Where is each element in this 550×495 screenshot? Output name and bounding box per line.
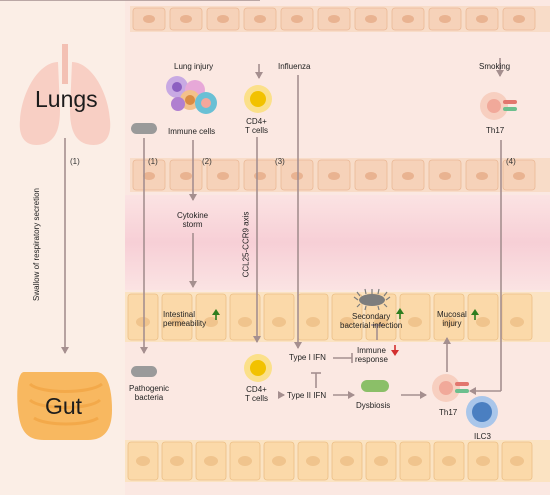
immune-cells-label: Immune cells xyxy=(168,127,216,136)
gut-label: Gut xyxy=(45,393,83,419)
bacteria-top-shape xyxy=(131,123,157,134)
cd4-top-label: CD4+T cells xyxy=(245,117,268,136)
dysbiosis-shape xyxy=(361,380,389,392)
th17-cell-bottom xyxy=(432,374,469,402)
th17-cell-top xyxy=(480,92,517,120)
bacteria-bottom-shape xyxy=(131,366,157,377)
ccl25-axis-label: CCL25-CCR9 axis xyxy=(241,211,251,278)
intestinal-permeability-up-arrow xyxy=(212,309,220,320)
influenza-label: Influenza xyxy=(278,62,311,71)
lungs-illustration xyxy=(19,44,111,145)
mucosal-injury-up-arrow xyxy=(471,309,479,320)
secondary-infection-up-arrow xyxy=(396,308,404,319)
circulation-band xyxy=(125,195,550,290)
col1-step-number: (1) xyxy=(148,157,158,166)
gut-epithelium-bottom xyxy=(125,440,550,482)
type1-ifn-label: Type I IFN xyxy=(289,353,326,362)
immune-response-down-arrow xyxy=(391,345,399,356)
ilc3-cell xyxy=(466,396,498,428)
lung-epithelium-bottom xyxy=(130,158,550,192)
cd4-bottom-label: CD4+T cells xyxy=(245,385,268,404)
lungs-label: Lungs xyxy=(35,86,98,112)
lung-injury-label: Lung injury xyxy=(174,62,214,71)
left-step-number: (1) xyxy=(70,157,80,166)
type2-ifn-label: Type II IFN xyxy=(287,391,327,400)
swallow-label: Swallow of respiratory secretion xyxy=(31,188,41,301)
ilc3-label: ILC3 xyxy=(474,432,491,441)
col5-step-number: (4) xyxy=(506,157,516,166)
cd4-cell-bottom xyxy=(244,354,272,382)
col3-step-number: (3) xyxy=(275,157,285,166)
lung-epithelium-top xyxy=(130,6,550,32)
arrows xyxy=(0,0,504,399)
dysbiosis-label: Dysbiosis xyxy=(356,401,391,410)
gut-illustration xyxy=(17,372,112,440)
cd4-cell-top xyxy=(244,85,272,113)
smoking-label: Smoking xyxy=(479,62,511,71)
secondary-infection-shape xyxy=(353,288,391,311)
immune-cells-cluster xyxy=(166,76,217,114)
col2-step-number: (2) xyxy=(202,157,212,166)
th17-bottom-label: Th17 xyxy=(439,408,458,417)
th17-top-label: Th17 xyxy=(486,126,505,135)
gut-epithelium-top xyxy=(125,292,550,342)
